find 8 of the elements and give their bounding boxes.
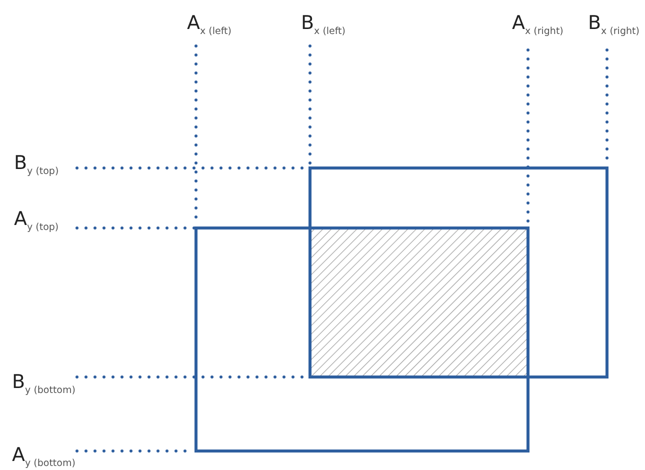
- coordinate-label: A$_{x (right)}$: [512, 14, 564, 36]
- coordinate-label: B$_{y (bottom)}$: [12, 373, 76, 396]
- coordinate-label: B$_{y (top)}$: [14, 154, 59, 176]
- coordinate-label: A$_{y (top)}$: [14, 210, 59, 232]
- coordinate-label: A$_{y (bottom)}$: [12, 446, 76, 468]
- coordinate-label: B$_{x (right)}$: [588, 14, 640, 36]
- coordinate-label: A$_{x (left)}$: [187, 14, 232, 36]
- coordinate-label: B$_{x (left)}$: [301, 14, 346, 36]
